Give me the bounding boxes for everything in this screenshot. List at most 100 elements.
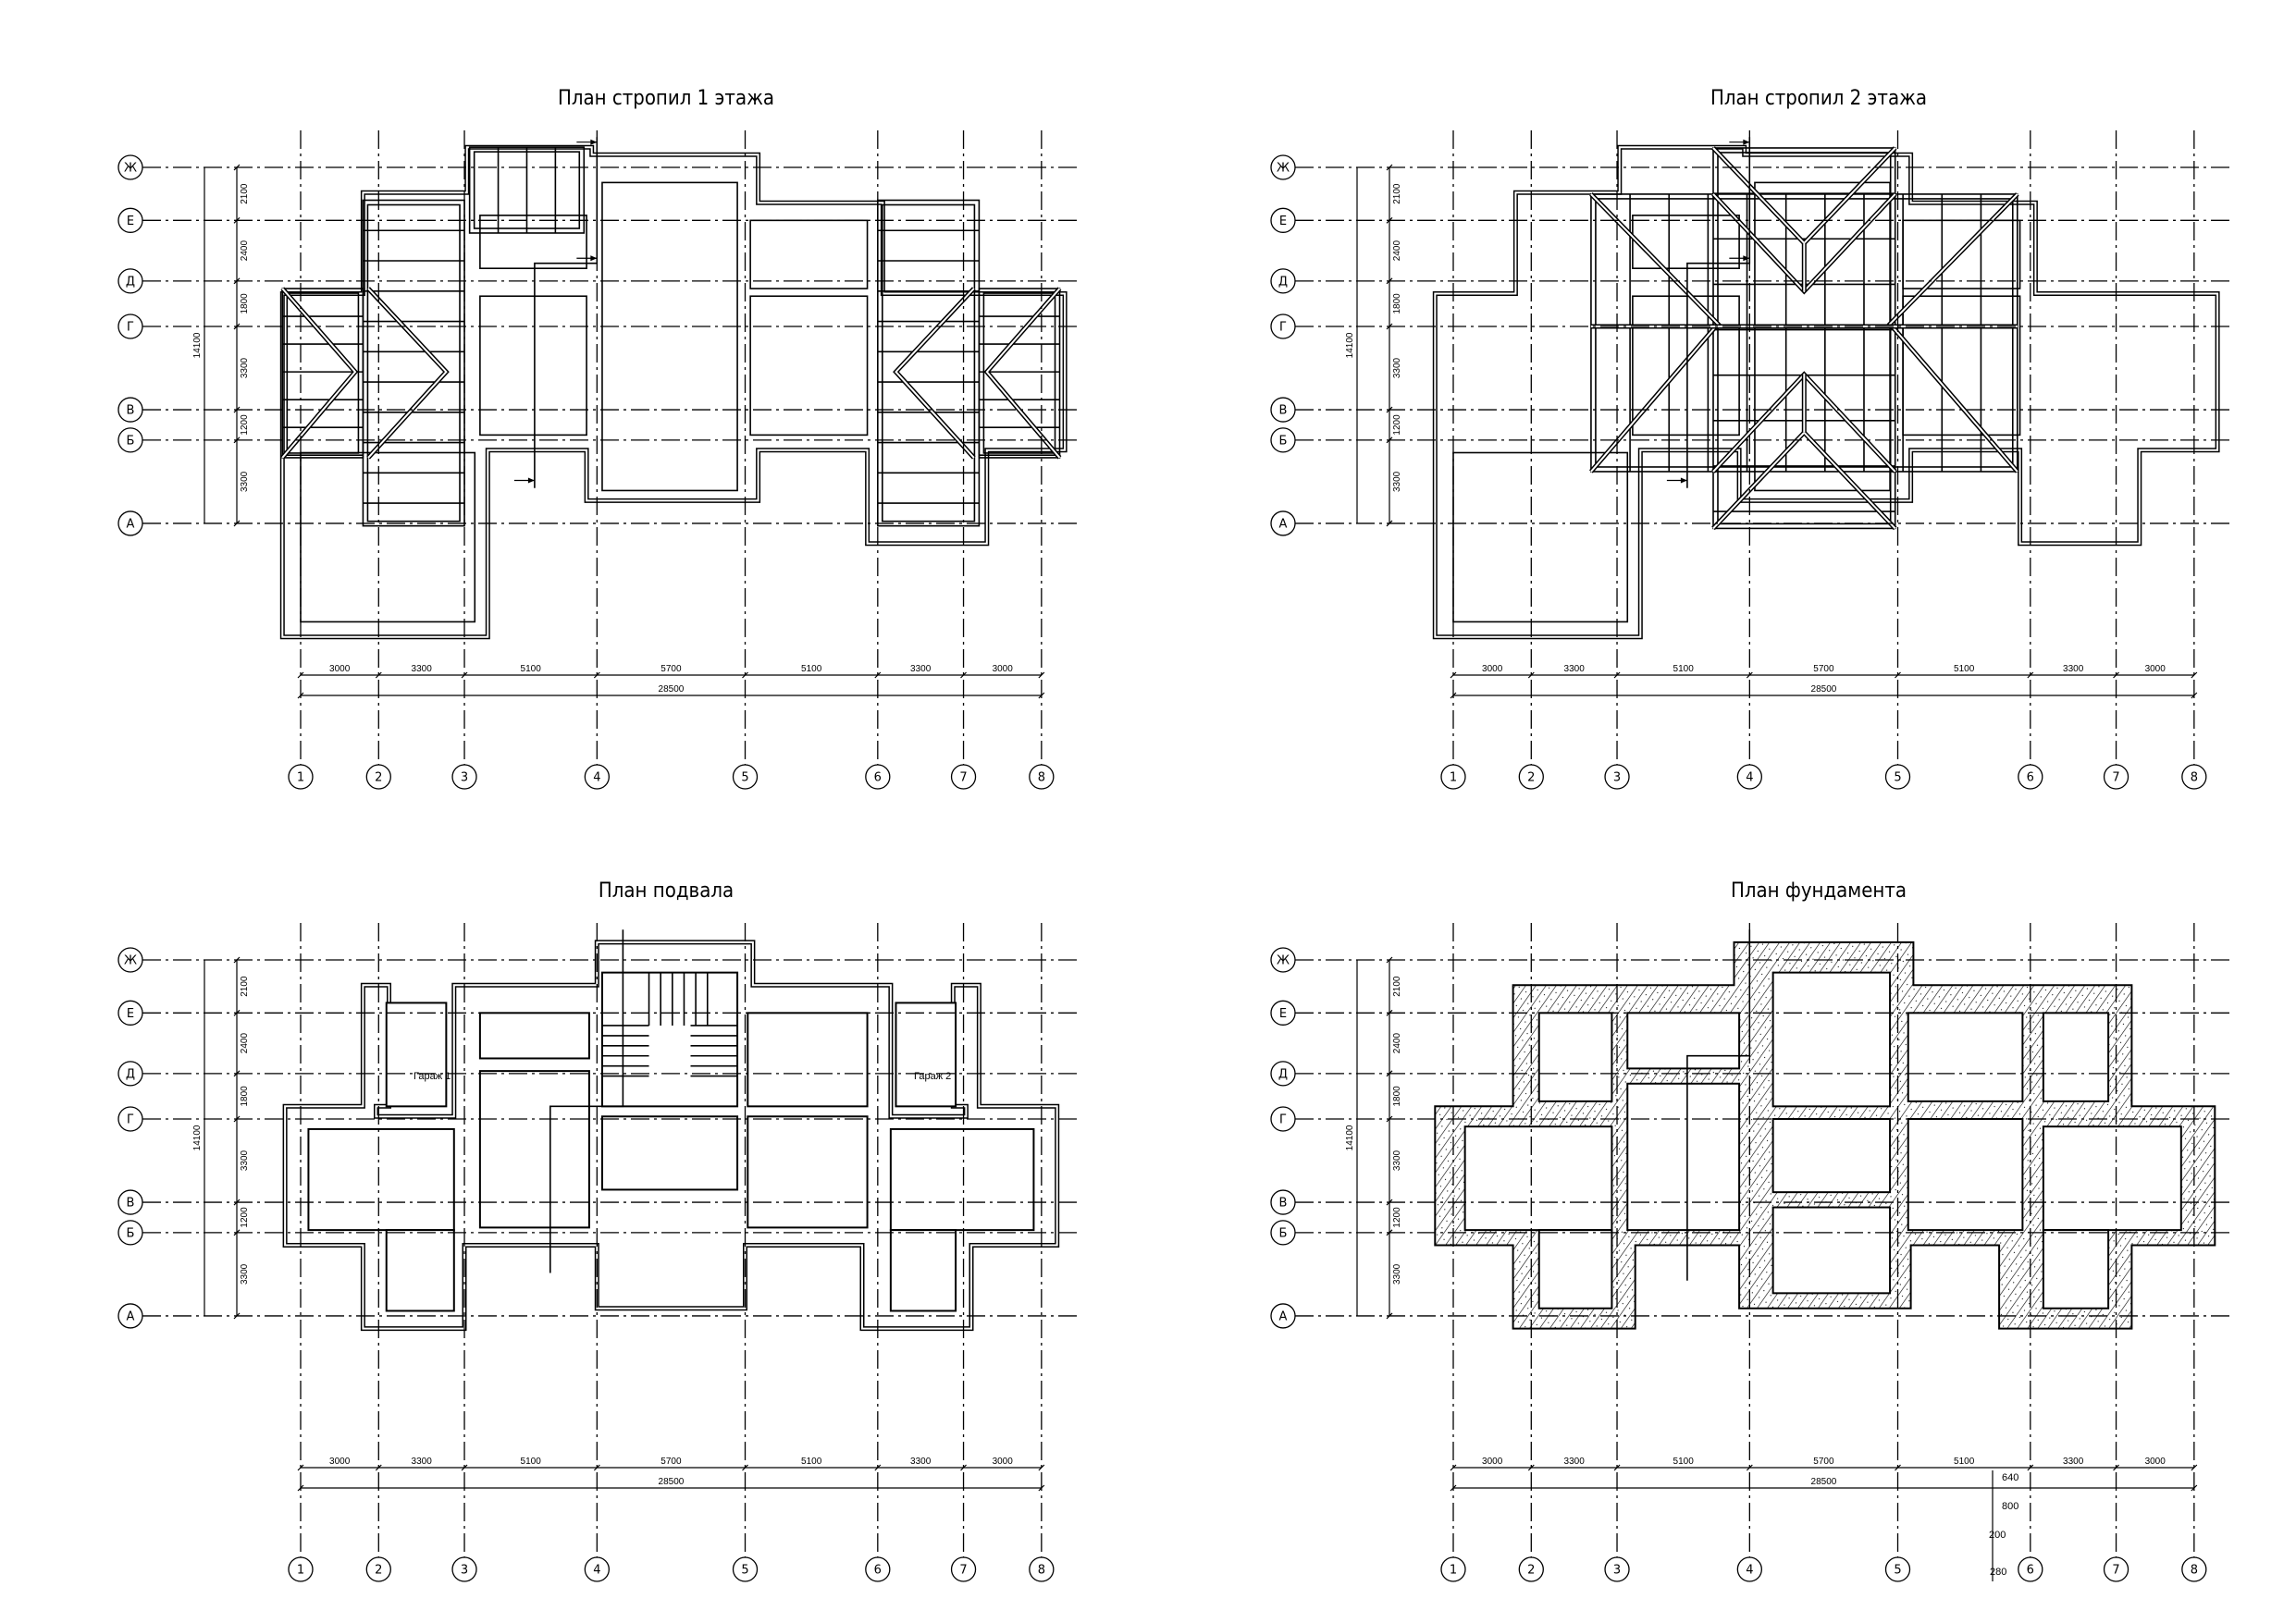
dimension-value: 3300 — [1564, 664, 1586, 674]
dimension-tick — [1527, 671, 1535, 679]
dimension-value: 3000 — [1482, 664, 1503, 674]
room-outline — [300, 451, 476, 623]
basement-room — [747, 1012, 869, 1108]
left-hip — [1589, 192, 1722, 473]
axis-label-column: 8 — [2191, 771, 2198, 785]
axis-bubble — [1270, 1189, 1296, 1215]
axis-bubble — [584, 764, 610, 790]
dimension-tick — [960, 1464, 967, 1471]
axis-label-row: Ж — [1277, 954, 1290, 968]
dimension-tick — [233, 1312, 241, 1320]
plan-title: План фундамента — [1731, 879, 1907, 903]
axis-label-row: Д — [1278, 275, 1288, 289]
dimension-tick — [1895, 671, 1901, 679]
foundation-cell — [1537, 1012, 1613, 1102]
foundation-dimension: 800 — [2002, 1501, 2018, 1512]
basement-room — [895, 1002, 957, 1108]
axis-bubble — [2103, 764, 2129, 790]
dimension-value: 3000 — [993, 1457, 1014, 1467]
axis-bubble — [451, 1556, 477, 1582]
left-roof-block-inner — [366, 203, 461, 523]
right-wing-hip — [983, 287, 1062, 460]
dimension-tick — [1386, 1115, 1393, 1123]
dimension-value: 3300 — [240, 1150, 250, 1171]
axis-label-column: 3 — [1613, 1564, 1621, 1578]
basement-room — [600, 1115, 739, 1191]
axis-bubble — [865, 764, 891, 790]
axis-bubble — [732, 1556, 759, 1582]
dimension-value: 2100 — [240, 183, 250, 204]
axis-label-column: 5 — [1894, 771, 1901, 785]
dimension-tick — [1450, 671, 1457, 679]
section-arrowhead-icon — [527, 477, 535, 484]
axis-bubble — [117, 397, 143, 423]
dimension-value: 5100 — [1954, 1457, 1975, 1467]
axis-bubble — [1440, 764, 1466, 790]
dimension-tick — [1450, 692, 1457, 699]
dimension-value: 3300 — [2063, 1457, 2084, 1467]
dimension-value: 5100 — [801, 664, 822, 674]
dimension-tick — [233, 1229, 241, 1236]
dimension-tick — [2191, 692, 2198, 699]
staircase — [601, 972, 738, 1077]
axis-label-column: 1 — [297, 1564, 304, 1578]
axis-label-row: Д — [126, 275, 135, 289]
dimension-value: 5700 — [1813, 1457, 1834, 1467]
right-wing-roof-inner — [982, 292, 1056, 454]
dimension-total: 14100 — [192, 332, 203, 358]
dimension-value: 3000 — [2145, 1457, 2166, 1467]
axis-bubble — [117, 427, 143, 453]
dimension-value: 2400 — [1392, 240, 1402, 262]
dimension-tick — [1386, 956, 1393, 964]
axis-label-row: Г — [127, 1113, 134, 1126]
axis-label-column: 1 — [1450, 1564, 1457, 1578]
axis-bubble — [365, 764, 391, 790]
axis-bubble — [117, 947, 143, 973]
axis-bubble — [2018, 764, 2043, 790]
section-arrowhead-icon — [590, 139, 598, 145]
axis-bubble — [584, 1556, 610, 1582]
dimension-value: 3000 — [329, 664, 351, 674]
dimension-tick — [742, 1464, 748, 1471]
cross-roof-horizontal-inner — [1595, 198, 2014, 468]
garage-1-label: Гараж 1 — [414, 1071, 451, 1082]
axis-label-row: А — [127, 1309, 135, 1323]
dimension-value: 3300 — [910, 664, 932, 674]
room-outline — [1902, 219, 2021, 289]
dimension-tick — [2027, 1464, 2034, 1471]
axis-label-column: 2 — [375, 1564, 382, 1578]
axis-label-column: 8 — [1038, 771, 1045, 785]
dimension-value: 5100 — [1673, 664, 1695, 674]
room-outline — [1632, 215, 1740, 269]
dimension-tick — [1386, 216, 1393, 224]
axis-bubble — [1736, 764, 1762, 790]
dimension-tick — [2191, 671, 2198, 679]
dimension-tick — [233, 277, 241, 285]
foundation-cell — [2042, 1012, 2110, 1102]
dimension-value: 1800 — [1392, 1086, 1402, 1107]
left-block-hip-inner — [367, 288, 448, 459]
room-outline — [749, 295, 869, 436]
foundation-cell — [1907, 1012, 2024, 1102]
basement-room — [478, 1070, 590, 1229]
axis-bubble — [1029, 1556, 1055, 1582]
dimension-tick — [1386, 1070, 1393, 1077]
room-outline — [601, 181, 738, 492]
axis-bubble — [1270, 397, 1296, 423]
axis-label-row: В — [1279, 1197, 1288, 1211]
dimension-value: 2400 — [240, 1033, 250, 1054]
dimension-tick — [233, 436, 241, 444]
dimension-value: 5100 — [1954, 664, 1975, 674]
section-arrowhead-icon — [590, 255, 598, 262]
cross-roof-vertical-inner — [1717, 152, 1892, 525]
axis-label-column: 1 — [297, 771, 304, 785]
dimension-tick — [874, 671, 882, 679]
garage-2-label: Гараж 2 — [914, 1071, 951, 1082]
section-arrowhead-icon — [1743, 255, 1750, 262]
axis-label-column: 5 — [741, 1564, 748, 1578]
